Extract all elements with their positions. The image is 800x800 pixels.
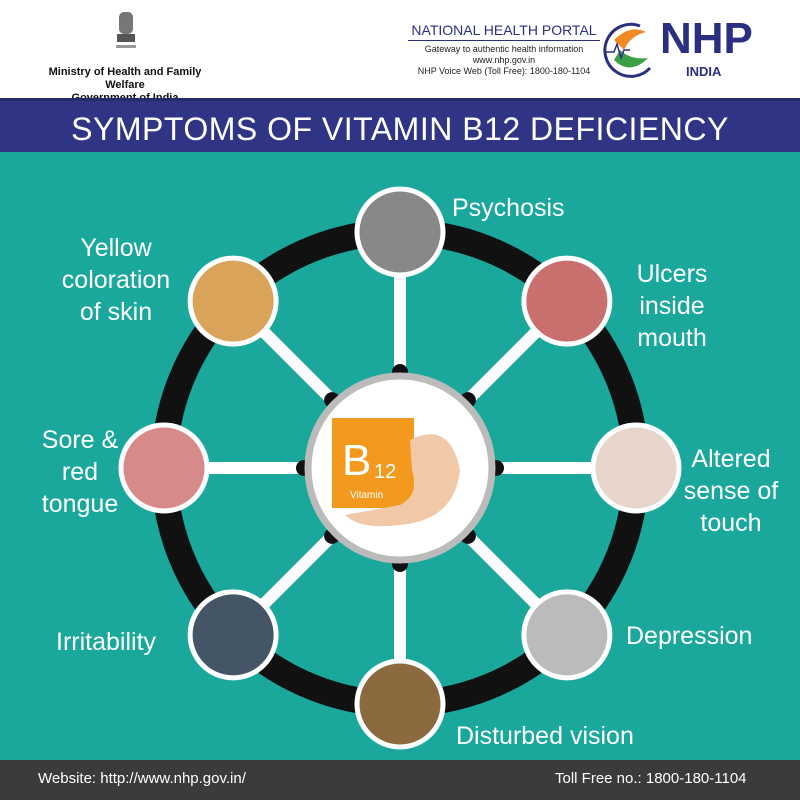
label-irritability: Irritability xyxy=(56,628,157,656)
label-ulcers: Ulcers inside mouth xyxy=(636,260,708,352)
label-altered-touch: Altered sense of touch xyxy=(683,445,779,537)
portal-tagline: Gateway to authentic health information xyxy=(424,44,584,54)
photo-yellow-skin xyxy=(187,255,279,347)
national-emblem-icon xyxy=(116,12,136,48)
label-disturbed-vision: Disturbed vision xyxy=(456,722,634,750)
b12-letter: B xyxy=(342,436,371,485)
b12-subscript: 12 xyxy=(374,461,396,483)
footer: Website: http://www.nhp.gov.in/ Toll Fre… xyxy=(0,760,800,800)
photo-psychosis xyxy=(354,186,446,278)
photo-depression xyxy=(521,589,613,681)
nhp-logo-text: NHP xyxy=(660,14,753,63)
photo-irritability xyxy=(187,589,279,681)
portal-url[interactable]: www.nhp.gov.in xyxy=(472,55,536,65)
label-depression: Depression xyxy=(626,622,753,650)
portal-voice: NHP Voice Web (Toll Free): 1800-180-1104 xyxy=(417,66,591,76)
photo-disturbed-vision xyxy=(354,658,446,750)
vitamin-b12-icon: B 12 Vitamin xyxy=(332,418,460,527)
label-psychosis: Psychosis xyxy=(452,194,565,222)
label-sore-tongue: Sore & red tongue xyxy=(41,426,119,518)
ministry-name: Ministry of Health and Family Welfare xyxy=(48,66,202,91)
label-yellow-skin: Yellow coloration of skin xyxy=(61,234,171,326)
header: Ministry of Health and Family Welfare Go… xyxy=(0,0,800,104)
portal-title: NATIONAL HEALTH PORTAL xyxy=(408,22,600,41)
photo-ulcers xyxy=(521,255,613,347)
portal-info: NATIONAL HEALTH PORTAL Gateway to authen… xyxy=(408,22,600,77)
nhp-logo-icon xyxy=(603,22,652,78)
title-banner: SYMPTOMS OF VITAMIN B12 DEFICIENCY xyxy=(0,98,800,152)
b12-caption: Vitamin xyxy=(350,490,383,501)
photo-sore-tongue xyxy=(118,422,210,514)
footer-toll-free: Toll Free no.: 1800-180-1104 xyxy=(555,770,747,787)
nhp-logo-subtext: INDIA xyxy=(686,64,722,79)
photo-altered-touch xyxy=(590,422,682,514)
page-title: SYMPTOMS OF VITAMIN B12 DEFICIENCY xyxy=(71,111,729,147)
footer-website[interactable]: Website: http://www.nhp.gov.in/ xyxy=(38,770,246,787)
